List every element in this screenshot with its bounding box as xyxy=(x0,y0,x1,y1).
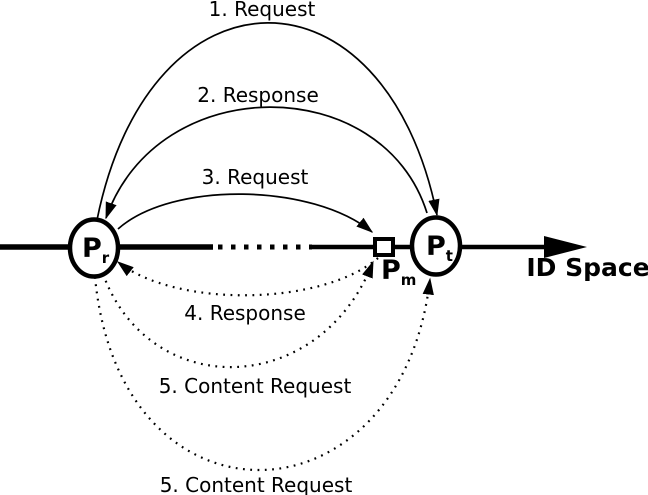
node-pr-label: Pr xyxy=(82,233,110,267)
edge-2-response xyxy=(105,106,428,220)
edge-label-1-request: 1. Request xyxy=(209,0,316,21)
node-pm-label: Pm xyxy=(381,255,416,289)
edge-label-5-content-request-bottom: 5. Content Request xyxy=(160,473,353,495)
edge-1-request xyxy=(96,22,440,221)
node-pm-label-sub: m xyxy=(401,271,417,289)
node-pr: Pr xyxy=(67,217,121,279)
node-pt-circle xyxy=(409,215,463,277)
node-pt-label-main: P xyxy=(426,231,446,262)
node-pt-label: Pt xyxy=(426,231,453,265)
edge-label-2-response: 2. Response xyxy=(197,83,319,107)
edge-label-3-request: 3. Request xyxy=(202,165,309,189)
edge-3-request xyxy=(117,193,374,233)
edge-label-5-content-request-mid: 5. Content Request xyxy=(159,374,352,398)
node-pr-label-main: P xyxy=(82,233,102,264)
node-pm-square xyxy=(373,237,395,257)
edge-5-content-request-mid xyxy=(101,260,375,369)
node-pr-circle xyxy=(67,217,121,279)
edge-label-4-response: 4. Response xyxy=(184,301,306,325)
node-pt-label-sub: t xyxy=(446,247,453,265)
edge-4-response xyxy=(116,257,379,297)
node-pt: Pt xyxy=(409,215,463,277)
node-pr-label-sub: r xyxy=(102,249,110,267)
axis-arrowhead-icon xyxy=(544,236,587,258)
node-pm-label-main: P xyxy=(381,255,401,286)
node-pm: Pm xyxy=(373,237,416,289)
id-space-axis-label: ID Space xyxy=(526,253,648,282)
